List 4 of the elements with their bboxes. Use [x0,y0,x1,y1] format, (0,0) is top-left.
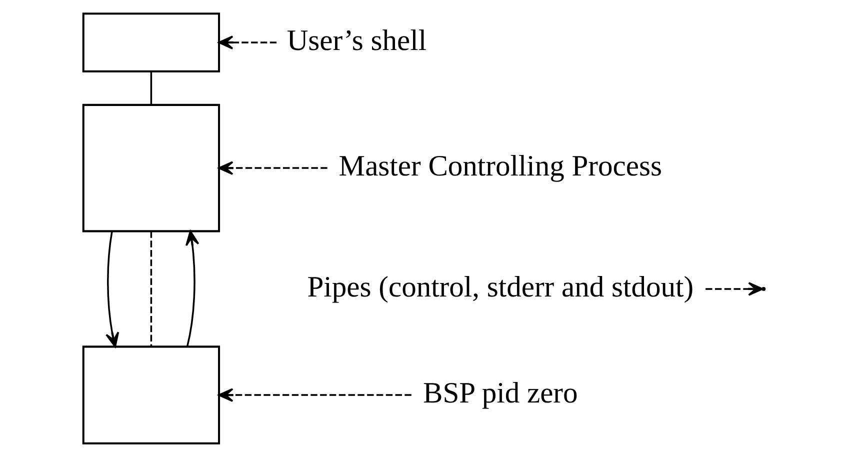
node-text: BSP pid zero [422,378,578,410]
node-text: User’s shell [286,25,426,57]
node-text: Pipes (control, stderr and stdout) [306,271,694,304]
node-text: Master Controlling Process [338,150,662,183]
